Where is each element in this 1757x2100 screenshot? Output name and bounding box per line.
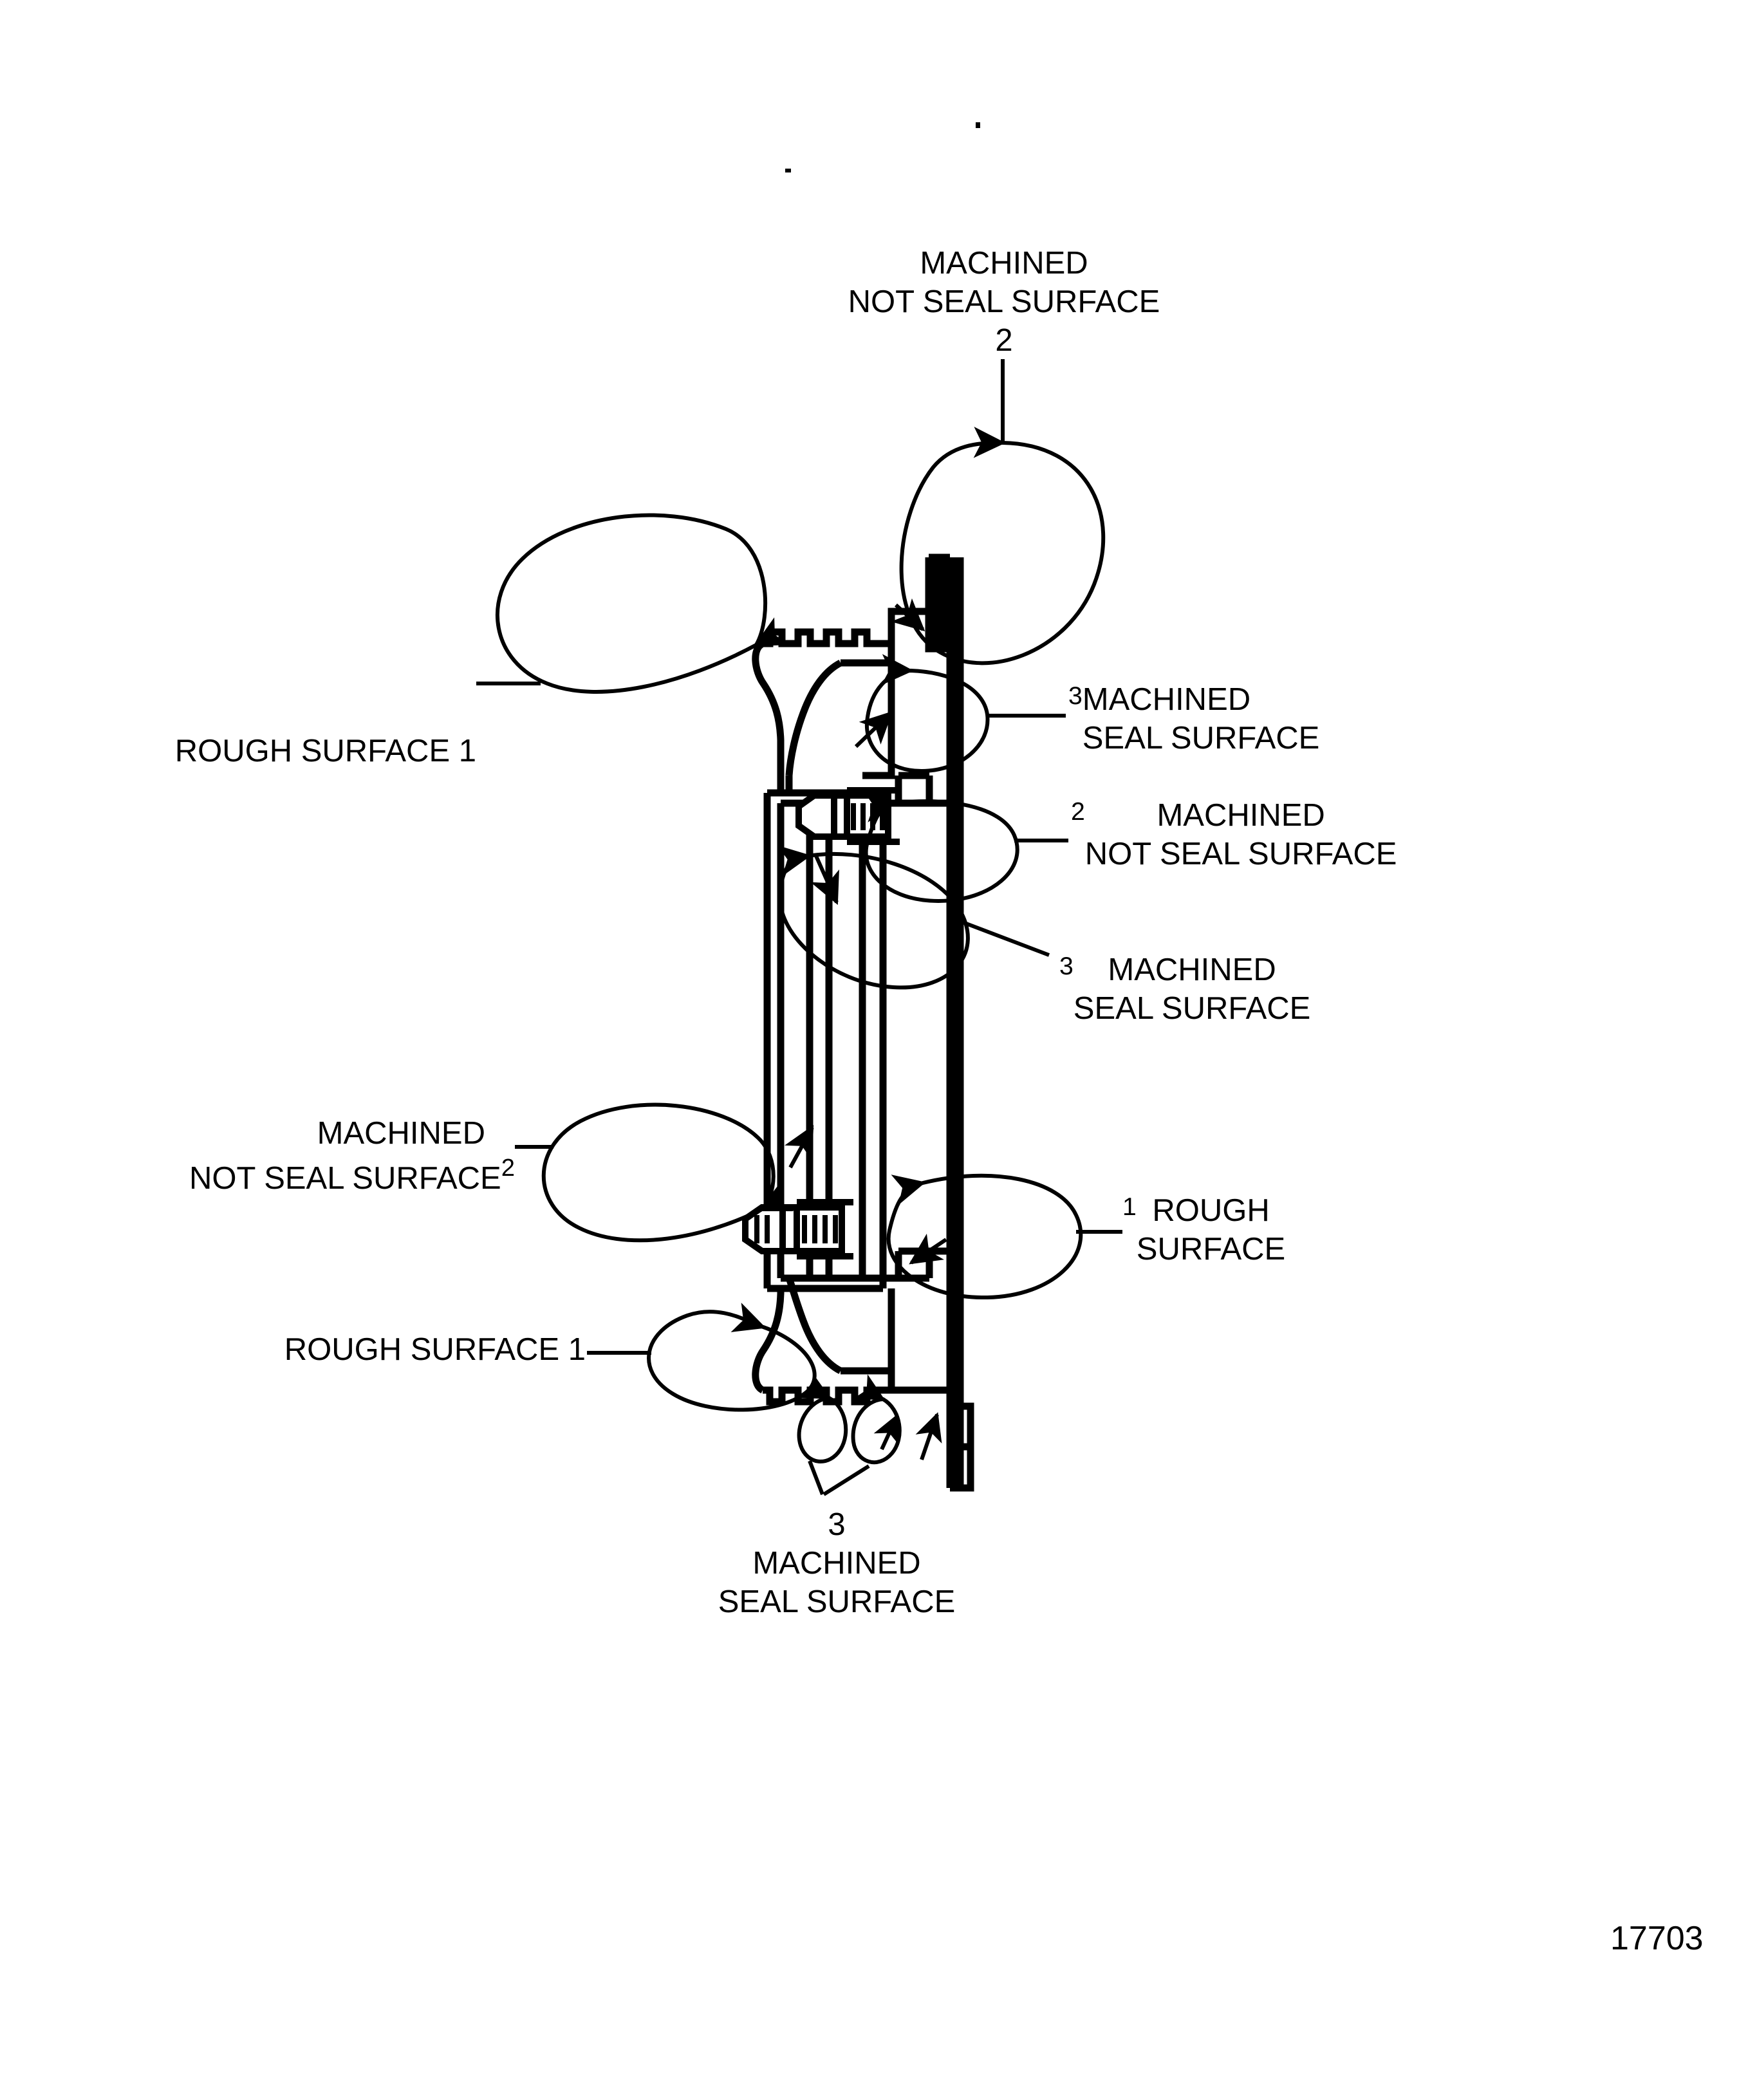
label-machined-seal-surface-right-upper: 3 MACHINED SEAL SURFACE <box>1068 681 1319 758</box>
pointer-arrows <box>785 598 947 1265</box>
label-right-lower-mid-number: 3 <box>1059 952 1074 980</box>
label-right-upper-line2: SEAL SURFACE <box>1082 720 1320 756</box>
label-bottom-number: 3 <box>828 1507 846 1542</box>
label-left-lower-line2: NOT SEAL SURFACE <box>189 1160 501 1196</box>
label-right-lower-mid-line1: MACHINED <box>1108 952 1276 987</box>
plate-fill <box>952 557 958 1488</box>
balloon-lower-left-2-ellipse <box>541 1102 774 1241</box>
balloon-right-2 <box>866 801 1068 904</box>
upper-bolt <box>795 787 900 845</box>
label-left-lower-line1: MACHINED <box>317 1116 485 1151</box>
upper-flange-inner-step <box>785 660 842 776</box>
label-right-lower-mid-line2: SEAL SURFACE <box>1073 990 1311 1026</box>
label-machined-seal-surface-bottom: 3 MACHINED SEAL SURFACE <box>579 1506 1094 1621</box>
upper-boss-right <box>895 776 950 807</box>
label-right-middle-line2: NOT SEAL SURFACE <box>1084 836 1397 871</box>
label-right-bottom-line1: ROUGH <box>1152 1193 1270 1228</box>
balloon-hub-3 <box>780 854 1050 990</box>
balloon-hub-3-ellipse <box>780 854 970 990</box>
label-right-upper-number: 3 <box>1068 682 1083 710</box>
balloon-upper-right-3 <box>864 671 1066 774</box>
label-machined-not-seal-surface-top: MACHINED NOT SEAL SURFACE 2 <box>747 245 1261 360</box>
label-bottom-line2: SEAL SURFACE <box>718 1584 956 1619</box>
label-top-line1: MACHINED <box>920 246 1088 281</box>
label-right-bottom-line2: SURFACE <box>1136 1231 1286 1267</box>
balloon-bottom-seal-b-leader <box>823 1464 870 1496</box>
balloon-bottom-seal-b-ellipse <box>851 1399 900 1465</box>
arrow-upper-tab <box>891 598 925 632</box>
label-machined-not-seal-surface-left-lower: MACHINED NOT SEAL SURFACE2 <box>116 1115 515 1198</box>
balloon-lower-left-1-ellipse <box>647 1312 817 1412</box>
label-right-middle-number: 2 <box>1071 797 1085 826</box>
label-right-middle-line1: MACHINED <box>1157 798 1325 833</box>
upper-flange-outline <box>763 608 929 647</box>
label-left-bottom-text: ROUGH SURFACE 1 <box>284 1332 586 1367</box>
arrow-lower-boss <box>909 1233 947 1265</box>
balloon-hub-3-leader <box>956 918 1050 957</box>
label-rough-surface-right-bottom: 1 ROUGH SURFACE <box>1122 1192 1285 1269</box>
callout-balloons <box>476 359 1122 1496</box>
lower-flange-inner-step <box>785 1276 842 1374</box>
balloon-bottom-seal-arrow-c <box>873 1413 899 1451</box>
label-top-number: 2 <box>995 322 1013 358</box>
label-bottom-line1: MACHINED <box>752 1545 921 1581</box>
upper-flange-lip-underside <box>752 640 785 776</box>
balloon-right-1-ellipse <box>886 1176 1083 1300</box>
label-left-lower-number: 2 <box>501 1153 515 1182</box>
balloon-right-2-ellipse <box>866 801 1019 904</box>
part-cross-section <box>752 553 974 1492</box>
balloon-lower-left-2 <box>515 1102 774 1241</box>
label-machined-seal-surface-right-lower-mid: 3 MACHINED SEAL SURFACE <box>1059 951 1310 1028</box>
label-rough-surface-left-upper: ROUGH SURFACE 1 <box>90 732 476 771</box>
balloon-top <box>899 359 1106 665</box>
label-left-lower-line2-wrap: NOT SEAL SURFACE2 <box>116 1153 515 1198</box>
figure-id-number: 17703 <box>1610 1920 1704 1957</box>
balloon-right-1 <box>886 1176 1122 1300</box>
balloon-bottom-seal-a-ellipse <box>797 1398 846 1463</box>
label-right-bottom-number: 1 <box>1122 1193 1137 1221</box>
scan-specks <box>785 122 980 172</box>
balloon-bottom-seal-b <box>823 1399 900 1496</box>
balloon-bottom-seal-arrow-d <box>915 1412 942 1460</box>
balloon-upper-left <box>476 513 765 694</box>
arrow-upper-boss <box>854 711 893 748</box>
label-rough-surface-left-bottom: ROUGH SURFACE 1 <box>129 1331 586 1370</box>
label-left-upper-text: ROUGH SURFACE 1 <box>174 734 476 768</box>
balloon-top-ellipse <box>899 443 1106 665</box>
label-right-upper-line1: MACHINED <box>1082 682 1251 717</box>
lower-flange-lip-underside <box>752 1288 785 1393</box>
balloon-bottom-seal-a-leader <box>808 1460 824 1496</box>
balloon-upper-left-ellipse <box>495 513 765 694</box>
balloon-bottom-seal-a <box>797 1398 846 1496</box>
arrow-hub-up <box>785 1125 814 1169</box>
label-top-line2: NOT SEAL SURFACE <box>848 284 1160 319</box>
arrow-hub-down <box>810 855 839 906</box>
label-machined-not-seal-surface-right-middle: 2 MACHINED NOT SEAL SURFACE <box>1071 797 1397 874</box>
upper-tab-solid <box>929 557 950 649</box>
